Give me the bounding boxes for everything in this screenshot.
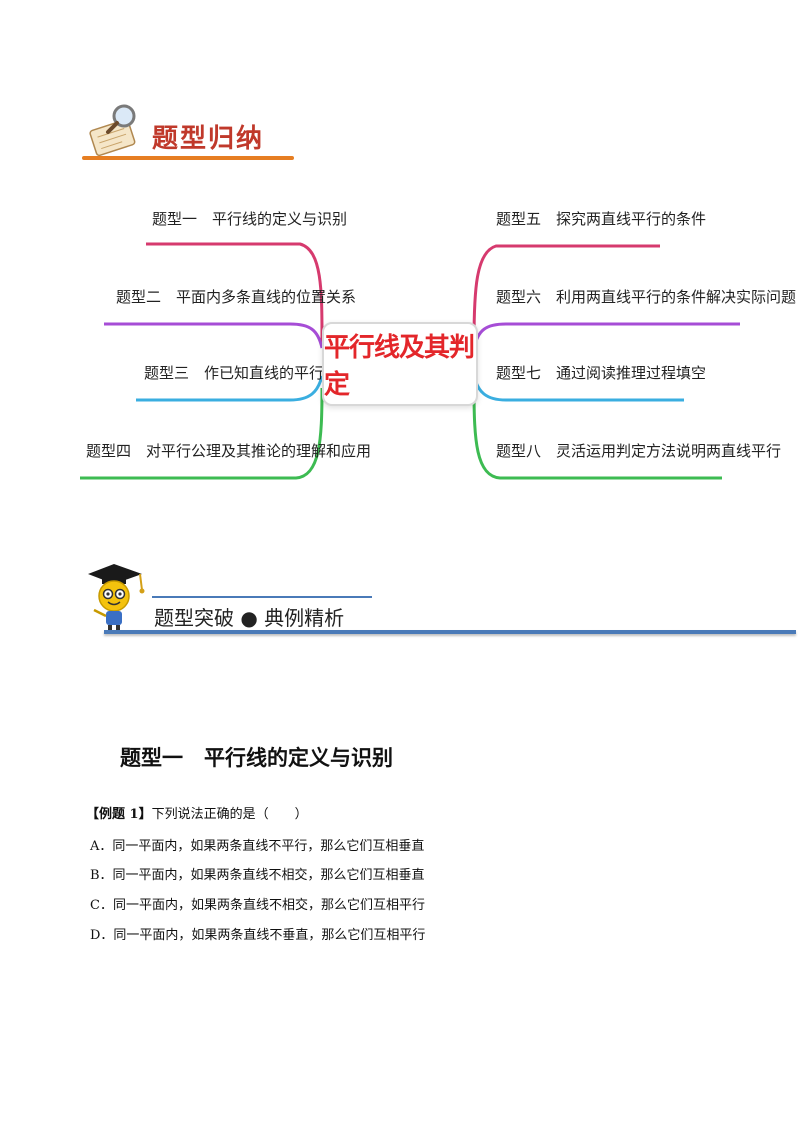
- example-label: 【例题 1】: [86, 807, 152, 822]
- map-node-left-2: 题型二 平面内多条直线的位置关系: [116, 288, 357, 306]
- mind-map: 题型一 平行线的定义与识别 题型二 平面内多条直线的位置关系 题型三 作已知直线…: [0, 180, 800, 500]
- map-node-left-1: 题型一 平行线的定义与识别: [152, 210, 348, 228]
- branch-left-1: [146, 242, 324, 343]
- header-underline: [82, 156, 294, 160]
- section-title: 题型一 平行线的定义与识别: [120, 745, 393, 770]
- map-node-right-3: 题型七 通过阅读推理过程填空: [496, 364, 707, 382]
- mind-map-branches: [80, 242, 740, 480]
- branch-left-4: [80, 387, 324, 480]
- mind-map-center: 平行线及其判定: [322, 322, 478, 406]
- example-question: 【例题 1】下列说法正确的是（ ）: [86, 803, 308, 822]
- branch-right-4: [472, 387, 722, 480]
- map-node-left-4: 题型四 对平行公理及其推论的理解和应用: [86, 442, 372, 460]
- graduate-cap-character-icon: [80, 560, 150, 632]
- mind-map-center-label: 平行线及其判定: [324, 333, 475, 400]
- option-b: B．同一平面内，如果两条直线不相交，那么它们互相垂直: [90, 868, 425, 883]
- option-a: A．同一平面内，如果两条直线不平行，那么它们互相垂直: [90, 839, 425, 854]
- branch-right-2: [472, 322, 740, 349]
- example-text: 下列说法正确的是（ ）: [151, 807, 308, 822]
- map-node-right-4: 题型八 灵活运用判定方法说明两直线平行: [496, 442, 782, 460]
- section-header-title: 题型归纳: [152, 124, 265, 154]
- map-node-right-2: 题型六 利用两直线平行的条件解决实际问题: [496, 288, 797, 306]
- map-node-right-1: 题型五 探究两直线平行的条件: [496, 210, 707, 228]
- map-node-left-3: 题型三 作已知直线的平行线: [144, 364, 340, 382]
- header2-top-rule: [152, 596, 372, 598]
- notebook-magnifier-icon: [86, 102, 144, 158]
- branch-left-2: [104, 322, 324, 349]
- option-d: D．同一平面内，如果两条直线不垂直，那么它们互相平行: [90, 928, 426, 943]
- branch-left-3: [136, 375, 324, 402]
- section-header-title-2: 题型突破 ● 典例精析: [154, 606, 345, 630]
- header2-bottom-rule: [104, 630, 796, 634]
- option-c: C．同一平面内，如果两条直线不相交，那么它们互相平行: [90, 898, 425, 913]
